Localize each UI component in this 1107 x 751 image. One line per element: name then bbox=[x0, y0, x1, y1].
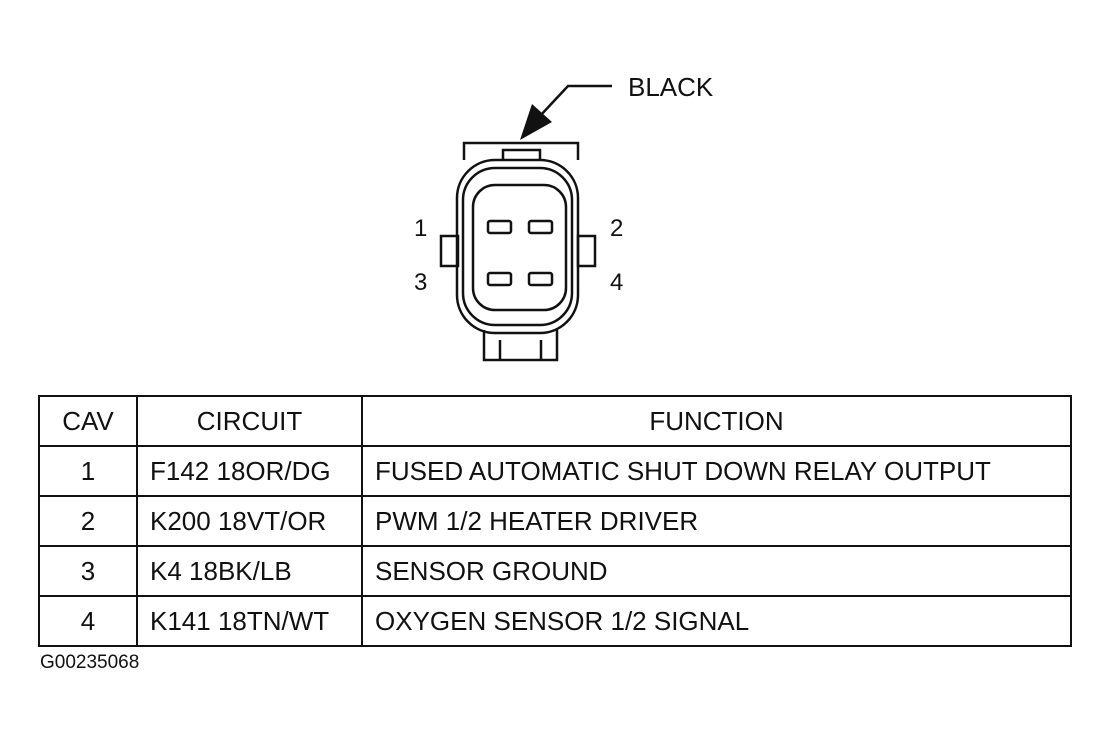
circuit-cell: K200 18VT/OR bbox=[136, 495, 363, 547]
table-header-row: CAV CIRCUIT FUNCTION bbox=[38, 395, 1072, 447]
figure-id: G00235068 bbox=[40, 652, 140, 673]
cav-cell: 4 bbox=[38, 595, 138, 647]
header-circuit: CIRCUIT bbox=[136, 395, 363, 447]
pin-number-2: 2 bbox=[610, 215, 623, 242]
terminal-4 bbox=[527, 271, 554, 287]
pinout-table: CAV CIRCUIT FUNCTION 1 F142 18OR/DG FUSE… bbox=[38, 395, 1072, 647]
header-function: FUNCTION bbox=[361, 395, 1072, 447]
pin-number-1: 1 bbox=[414, 215, 427, 242]
circuit-cell: K4 18BK/LB bbox=[136, 545, 363, 597]
pin-number-4: 4 bbox=[610, 269, 623, 296]
black-label-leader bbox=[539, 84, 612, 117]
terminal-3 bbox=[486, 271, 513, 287]
pin-number-3: 3 bbox=[414, 269, 427, 296]
function-cell: SENSOR GROUND bbox=[361, 545, 1072, 597]
table-row: 4 K141 18TN/WT OXYGEN SENSOR 1/2 SIGNAL bbox=[38, 595, 1072, 647]
table-row: 3 K4 18BK/LB SENSOR GROUND bbox=[38, 545, 1072, 597]
circuit-cell: K141 18TN/WT bbox=[136, 595, 363, 647]
leader-arrowhead bbox=[520, 104, 552, 140]
circuit-cell: F142 18OR/DG bbox=[136, 445, 363, 497]
table-row: 1 F142 18OR/DG FUSED AUTOMATIC SHUT DOWN… bbox=[38, 445, 1072, 497]
function-cell: OXYGEN SENSOR 1/2 SIGNAL bbox=[361, 595, 1072, 647]
terminal-1 bbox=[486, 219, 513, 235]
cav-cell: 1 bbox=[38, 445, 138, 497]
terminal-cavities bbox=[486, 219, 554, 287]
cav-cell: 2 bbox=[38, 495, 138, 547]
connector-color-label: BLACK bbox=[628, 72, 714, 102]
terminal-2 bbox=[527, 219, 554, 235]
table-row: 2 K200 18VT/OR PWM 1/2 HEATER DRIVER bbox=[38, 495, 1072, 547]
function-cell: PWM 1/2 HEATER DRIVER bbox=[361, 495, 1072, 547]
cav-cell: 3 bbox=[38, 545, 138, 597]
function-cell: FUSED AUTOMATIC SHUT DOWN RELAY OUTPUT bbox=[361, 445, 1072, 497]
connector-body bbox=[439, 141, 597, 362]
header-cav: CAV bbox=[38, 395, 138, 447]
